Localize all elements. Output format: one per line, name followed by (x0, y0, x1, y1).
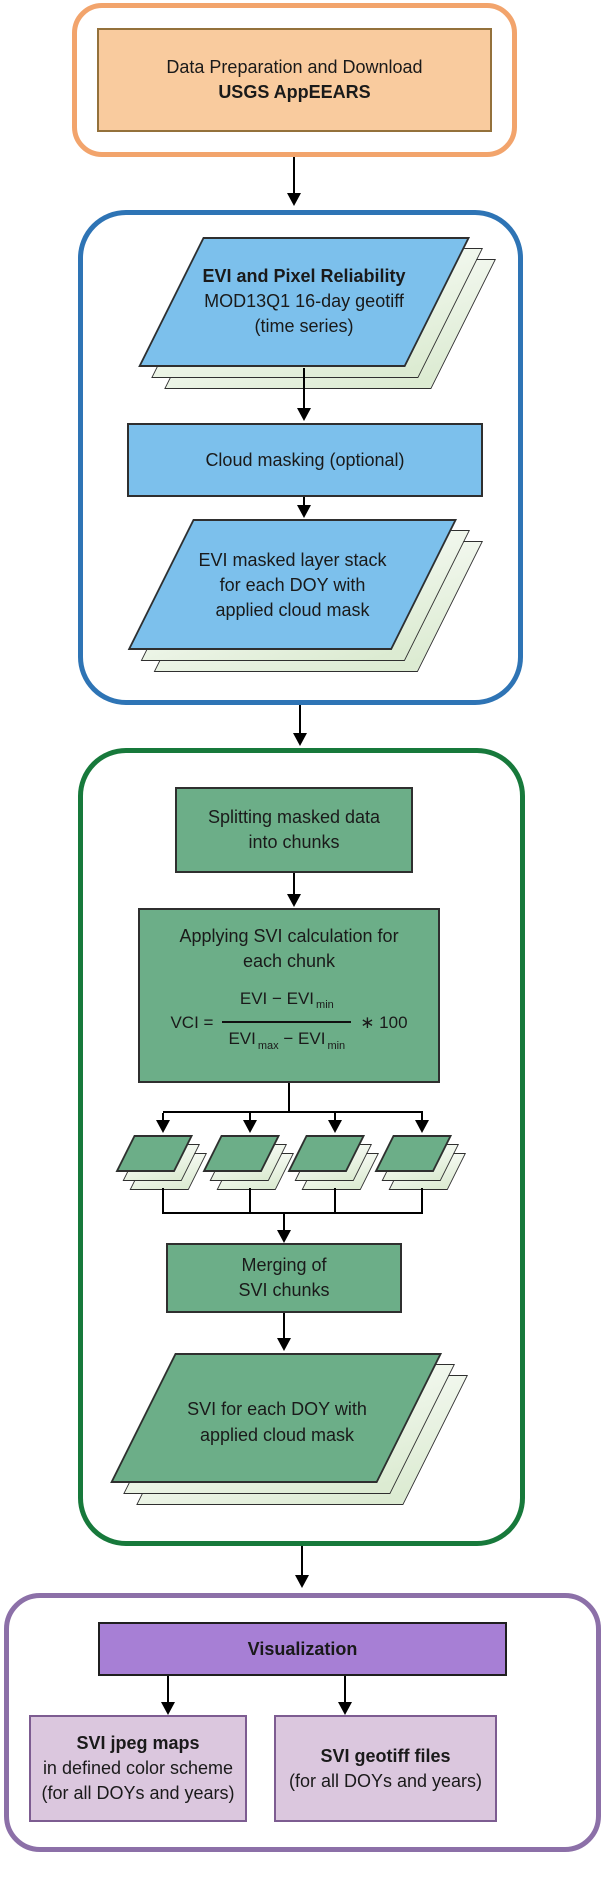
output-stage-container (4, 1593, 601, 1852)
merging-line1: Merging of (241, 1255, 327, 1275)
arrow-green-to-purple-head (295, 1575, 309, 1588)
svi-processing-stage-container (78, 748, 525, 1546)
visualization-box: Visualization (98, 1622, 507, 1676)
branch-drop3-head (328, 1120, 342, 1133)
merging-line2: SVI chunks (238, 1280, 330, 1300)
jpeg-maps-box: SVI jpeg maps in defined color scheme (f… (29, 1715, 247, 1822)
merge-riser2-line (249, 1188, 251, 1214)
preprocessing-stage-container (78, 210, 523, 705)
branch-drop2-head (243, 1120, 257, 1133)
arrow-merge-stem-head (277, 1230, 291, 1243)
arrow-split-to-calc-head (287, 894, 301, 907)
jpeg-maps-line1: SVI jpeg maps (76, 1733, 200, 1753)
svi-stack-line1: SVI for each DOY with (187, 1399, 367, 1419)
cloud-masking-label: Cloud masking (optional) (205, 449, 405, 470)
arrow-split-to-calc-line (293, 873, 295, 894)
evi-stack-line3: (time series) (254, 316, 354, 336)
branch-stem-line (288, 1083, 290, 1113)
formula-lhs: VCI = (170, 1012, 214, 1032)
branch-drop4-head (415, 1120, 429, 1133)
formula-den-b: − EVI (283, 1029, 326, 1049)
masked-stack-line2: for each DOY with (219, 575, 366, 595)
arrow-merge-to-svi-line (283, 1313, 285, 1338)
merge-riser4-line (421, 1188, 423, 1214)
arrow-blue-to-green-head (293, 733, 307, 746)
geotiff-files-box: SVI geotiff files (for all DOYs and year… (274, 1715, 497, 1822)
svi-calc-line2: each chunk (242, 951, 336, 971)
arrow-evi-to-cloud-head (297, 408, 311, 421)
svi-calc-line1: Applying SVI calculation for (179, 926, 399, 946)
branch-drop1-head (156, 1120, 170, 1133)
arrow-green-to-purple-line (301, 1546, 303, 1575)
prep-subtitle: USGS AppEEARS (218, 82, 371, 102)
formula-den-a-sub: max (257, 1039, 279, 1052)
splitting-line1: Splitting masked data (207, 807, 381, 827)
formula-num-sub: min (316, 999, 334, 1012)
branch-drop4-line (421, 1113, 423, 1120)
merge-riser1-line (162, 1188, 164, 1214)
merge-riser3-line (334, 1188, 336, 1214)
splitting-box: Splitting masked data into chunks (175, 787, 413, 873)
arrow-evi-to-cloud-line (303, 368, 305, 408)
arrow-viz-to-geotiff-head (338, 1702, 352, 1715)
cloud-masking-box: Cloud masking (optional) (127, 423, 483, 497)
jpeg-maps-line3: (for all DOYs and years) (41, 1783, 235, 1803)
formula-num-main: EVI − EVI (239, 989, 315, 1008)
svi-stack-line2: applied cloud mask (199, 1425, 355, 1445)
arrow-viz-to-geotiff-line (344, 1676, 346, 1702)
arrow-viz-to-jpeg-head (161, 1702, 175, 1715)
arrow-cloud-to-masked-line (303, 497, 305, 505)
arrow-prep-to-evi-head (287, 193, 301, 206)
svi-calc-box: Applying SVI calculation for each chunk … (138, 908, 440, 1083)
jpeg-maps-line2: in defined color scheme (42, 1758, 234, 1778)
merging-box: Merging of SVI chunks (166, 1243, 402, 1313)
prep-title: Data Preparation and Download (166, 57, 423, 77)
branch-drop3-line (334, 1113, 336, 1120)
masked-stack-label: EVI masked layer stack for each DOY with… (155, 548, 430, 623)
arrow-cloud-to-masked-head (297, 505, 311, 518)
branch-drop1-line (162, 1113, 164, 1120)
formula-den-a: EVI (228, 1029, 256, 1049)
visualization-label: Visualization (247, 1638, 358, 1659)
evi-stack-line2: MOD13Q1 16-day geotiff (204, 291, 404, 311)
geotiff-files-line1: SVI geotiff files (320, 1745, 451, 1766)
svi-stack-label: SVI for each DOY with applied cloud mask (140, 1396, 414, 1448)
splitting-line2: into chunks (248, 832, 340, 852)
branch-drop2-line (249, 1113, 251, 1120)
prep-box: Data Preparation and Download USGS AppEE… (97, 28, 492, 132)
merge-join-line (163, 1212, 423, 1214)
arrow-merge-stem-line (283, 1214, 285, 1230)
formula-den-b-sub: min (327, 1039, 346, 1052)
masked-stack-line1: EVI masked layer stack (198, 550, 387, 570)
masked-stack-line3: applied cloud mask (215, 600, 370, 620)
branch-split-line (163, 1111, 423, 1113)
evi-stack-label: EVI and Pixel Reliability MOD13Q1 16-day… (166, 264, 442, 339)
geotiff-files-line2: (for all DOYs and years) (288, 1770, 483, 1791)
arrow-prep-to-evi-line (293, 157, 295, 193)
arrow-blue-to-green-line (299, 705, 301, 733)
evi-stack-line1: EVI and Pixel Reliability (202, 266, 406, 286)
arrow-merge-to-svi-head (277, 1338, 291, 1351)
data-prep-stage-container (72, 3, 517, 157)
arrow-viz-to-jpeg-line (167, 1676, 169, 1702)
formula-factor: ∗ 100 (360, 1012, 408, 1032)
